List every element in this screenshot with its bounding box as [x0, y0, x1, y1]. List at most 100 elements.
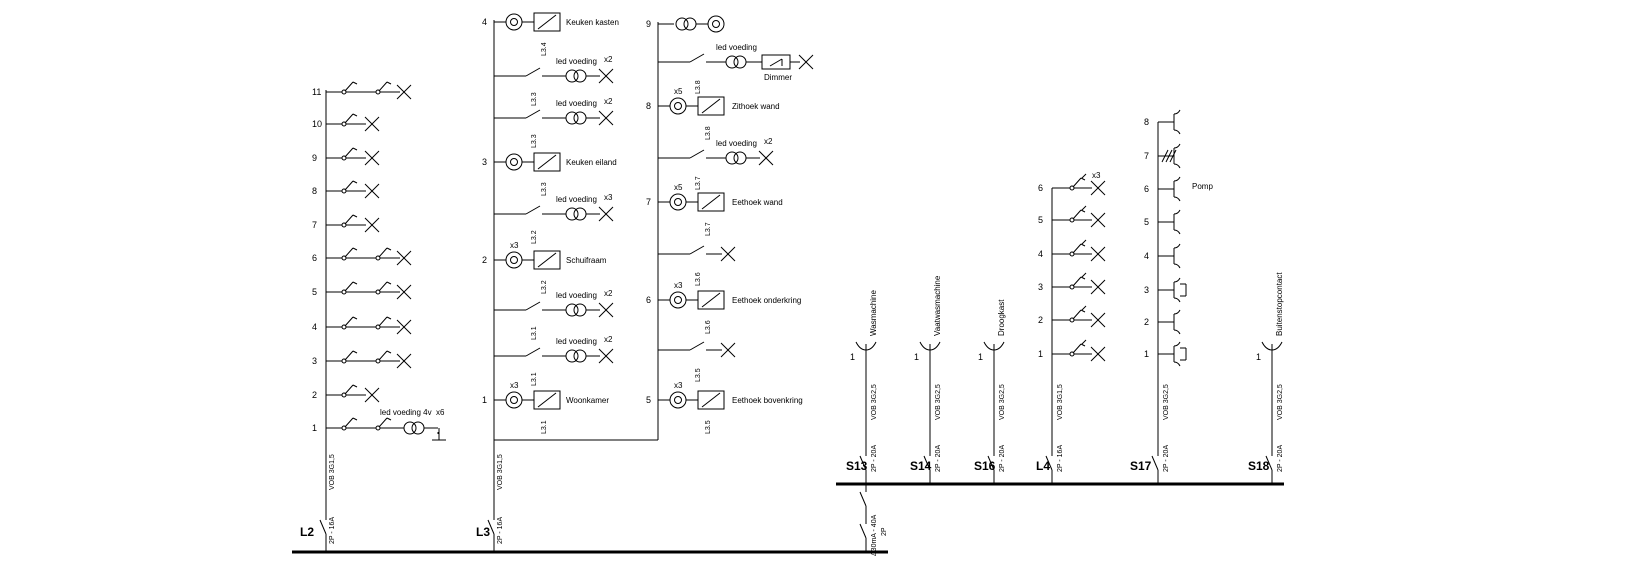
tag-S17: S17	[1130, 459, 1152, 473]
circuit-number: 5	[646, 395, 651, 405]
lamp-cross-icon	[396, 84, 412, 100]
circuit-number: 3	[1038, 282, 1043, 292]
switch-icon	[341, 113, 358, 127]
socket-icon	[1158, 176, 1181, 202]
l4-mult: x3	[1092, 171, 1101, 180]
circuit-label: Eethoek bovenkring	[732, 396, 803, 405]
lamp-cross-icon	[396, 284, 412, 300]
lamp-icon	[505, 251, 523, 269]
circuit-number: 9	[646, 19, 651, 29]
s17-circuit-8: 8	[1144, 109, 1181, 135]
lamp-icon	[669, 97, 687, 115]
cable-type: VOB 3G1,5	[497, 454, 504, 490]
l3-right-circuit: 9	[646, 15, 725, 33]
transformer-icon	[403, 421, 425, 435]
lamp-cross-icon	[364, 183, 380, 199]
led-voeding-label: led voeding	[556, 99, 597, 108]
lamp-cross-icon	[598, 302, 614, 318]
l4-circuit-3: 3	[1038, 272, 1106, 295]
l2-circuit-8: 8	[312, 180, 380, 199]
switch-icon	[341, 417, 358, 431]
dimmer-switch-icon	[1069, 209, 1086, 223]
lamp-cross-icon	[720, 342, 736, 358]
multiplier: x2	[764, 137, 773, 146]
circuit-number: 8	[312, 186, 317, 196]
circuit-number: 1	[850, 352, 855, 362]
circuit-number: 3	[312, 356, 317, 366]
lamp-icon	[707, 15, 725, 33]
lamp-cross-icon	[598, 110, 614, 126]
circuit-label: Zithoek wand	[732, 102, 780, 111]
switch-icon	[341, 147, 358, 161]
rcd-rating: Δ30mA - 40A	[871, 514, 878, 556]
circuit-label: Eethoek onderkring	[732, 296, 801, 305]
led-voeding-label: led voeding	[556, 195, 597, 204]
switch-icon	[341, 247, 358, 261]
lamp-cross-icon	[364, 217, 380, 233]
circuit-code: L3.3	[531, 134, 538, 148]
circuit-number: 2	[1144, 317, 1149, 327]
circuit-code: L3.6	[695, 272, 702, 286]
l2-circuit-2: 2	[312, 384, 380, 403]
breaker-rating: 2P - 20A	[1163, 445, 1170, 472]
switch-icon	[341, 81, 358, 95]
lamp-cross-icon	[1090, 212, 1106, 228]
circuit-number: 2	[1038, 315, 1043, 325]
tag-L3: L3	[476, 525, 490, 539]
cable-type: VOB 3G2,5	[999, 384, 1006, 420]
circuit-number: 10	[312, 119, 322, 129]
lamp-cross-icon	[364, 150, 380, 166]
l4-circuit-2: 2	[1038, 305, 1106, 328]
l2-circuit-11: 11	[312, 81, 412, 100]
cable-type: VOB 3G2,5	[1277, 384, 1284, 420]
dimmer-switch-icon	[1069, 343, 1086, 357]
l2-circuit-1: 1	[312, 417, 446, 441]
double-socket-icon	[1180, 347, 1187, 361]
socket-label: Buitenstopcontact	[1275, 272, 1284, 336]
circuit-number: 2	[312, 390, 317, 400]
socket-icon	[1158, 243, 1181, 269]
circuit-code: L3.1	[531, 372, 538, 386]
circuit-number: 9	[312, 153, 317, 163]
s17-circuit-5: 5	[1144, 209, 1181, 235]
breaker-switch-icon	[319, 519, 327, 535]
circuit-number: 8	[1144, 117, 1149, 127]
driver-box-icon	[533, 390, 561, 410]
lamp-cross-icon	[598, 206, 614, 222]
circuit-number: 8	[646, 101, 651, 111]
l2-circuit-10: 10	[312, 113, 380, 132]
rcd-switch-icon	[859, 523, 867, 539]
circuit-code: L3.3	[531, 92, 538, 106]
l2-circuit-9: 9	[312, 147, 380, 166]
lamp-cross-icon	[1090, 312, 1106, 328]
lamp-cross-icon	[396, 353, 412, 369]
lamp-cross-icon	[364, 116, 380, 132]
circuit-code: L3.8	[695, 80, 702, 94]
circuit-number: 1	[914, 352, 919, 362]
led-voeding-label: led voeding	[716, 139, 757, 148]
lamp-cross-icon	[598, 348, 614, 364]
cable-type: VOB 3G2,5	[935, 384, 942, 420]
circuit-number: 4	[1038, 249, 1043, 259]
circuit-code: L3.6	[705, 320, 712, 334]
circuit-code: L3.8	[705, 126, 712, 140]
circuit-code: L3.1	[531, 326, 538, 340]
breaker-switch-icon	[1045, 455, 1053, 471]
lamp-cross-icon	[364, 387, 380, 403]
circuit-number: 7	[646, 197, 651, 207]
circuit-number: 7	[312, 220, 317, 230]
transformer-icon	[725, 151, 747, 165]
circuit-number: 4	[1144, 251, 1149, 261]
s17-circuit-3: 3	[1144, 277, 1187, 303]
breaker-rating: 2P - 16A	[329, 517, 336, 544]
socket-icon	[1261, 341, 1283, 360]
